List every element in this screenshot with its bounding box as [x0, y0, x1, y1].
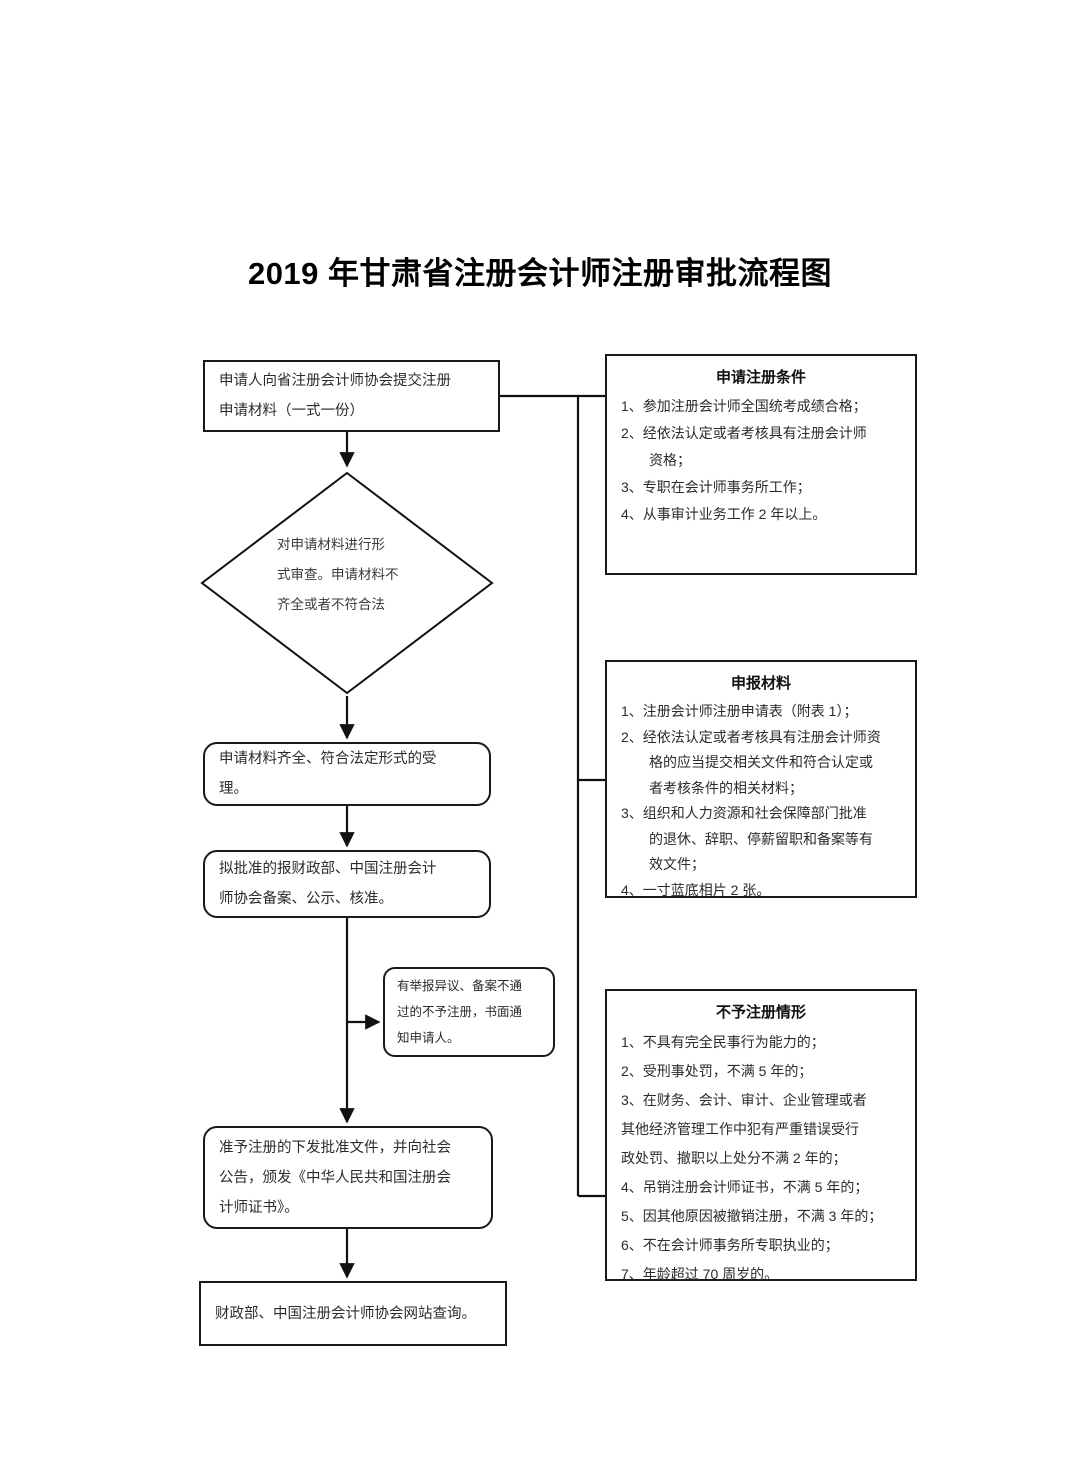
flow-node-text: 财政部、中国注册会计师协会网站查询。 — [215, 1305, 476, 1322]
info-panel-declaration-materials: 申报材料 1、注册会计师注册申请表（附表 1）； 2、经依法认定或者考核具有注册… — [605, 660, 917, 898]
flow-node-text: 准予注册的下发批准文件，并向社会 公告，颁发《中华人民共和国注册会 计师证书》。 — [219, 1139, 451, 1216]
list-item: 5、因其他原因被撤销注册，不满 3 年的； — [621, 1208, 883, 1224]
panel-title: 申报材料 — [730, 675, 791, 692]
flow-node-text: 申请材料齐全、符合法定形式的受 理。 — [219, 751, 437, 797]
panel-item-list: 1、参加注册会计师全国统考成绩合格； 2、经依法认定或者考核具有注册会计师 资格… — [621, 393, 901, 528]
list-item: 4、从事审计业务工作 2 年以上。 — [621, 506, 827, 522]
flow-node-website-query[interactable]: 财政部、中国注册会计师协会网站查询。 — [199, 1281, 507, 1346]
list-item: 2、经依法认定或者考核具有注册会计师 资格； — [621, 425, 867, 468]
flow-node-submit-for-record[interactable]: 拟批准的报财政部、中国注册会计 师协会备案、公示、核准。 — [203, 850, 491, 918]
flow-node-text: 对申请材料进行形 式审查。申请材料不 齐全或者不符合法 定形式的告知申请 — [277, 537, 399, 612]
list-item: 2、受刑事处罚，不满 5 年的； — [621, 1063, 813, 1079]
flow-node-text: 申请人向省注册会计师协会提交注册 申请材料（一式一份） — [219, 373, 451, 419]
flow-node-text: 拟批准的报财政部、中国注册会计 师协会备案、公示、核准。 — [219, 861, 437, 907]
list-item: 4、一寸蓝底相片 2 张。 — [621, 881, 771, 898]
panel-item-list: 1、注册会计师注册申请表（附表 1）； 2、经依法认定或者考核具有注册会计师资 … — [621, 699, 901, 903]
diamond-shape — [200, 471, 494, 695]
flow-node-grant-registration[interactable]: 准予注册的下发批准文件，并向社会 公告，颁发《中华人民共和国注册会 计师证书》。 — [203, 1126, 493, 1229]
list-item: 2、经依法认定或者考核具有注册会计师资 格的应当提交相关文件和符合认定或 者考核… — [621, 728, 881, 796]
list-item: 4、吊销注册会计师证书，不满 5 年的； — [621, 1179, 869, 1195]
flow-node-accept-application[interactable]: 申请材料齐全、符合法定形式的受 理。 — [203, 742, 491, 806]
panel-title: 不予注册情形 — [715, 1004, 806, 1021]
list-item: 6、不在会计师事务所专职执业的； — [621, 1237, 839, 1253]
page-title: 2019 年甘肃省注册会计师注册审批流程图 — [247, 256, 833, 291]
flow-node-formal-review-decision[interactable]: 对申请材料进行形 式审查。申请材料不 齐全或者不符合法 定形式的告知申请 — [199, 470, 495, 696]
list-item: 1、不具有完全民事行为能力的； — [621, 1034, 825, 1050]
list-item: 3、专职在会计师事务所工作； — [621, 479, 811, 495]
panel-item-list: 1、不具有完全民事行为能力的； 2、受刑事处罚，不满 5 年的； 3、在财务、会… — [621, 1028, 901, 1289]
list-item: 1、注册会计师注册申请表（附表 1）； — [621, 703, 858, 719]
list-item: 3、组织和人力资源和社会保障部门批准 的退休、辞职、停薪留职和备案等有 效文件； — [621, 805, 873, 872]
flow-node-text: 有举报异议、备案不通 过的不予注册，书面通 知申请人。 — [397, 979, 523, 1045]
flow-node-objection-notice[interactable]: 有举报异议、备案不通 过的不予注册，书面通 知申请人。 — [383, 967, 555, 1057]
list-item: 7、年龄超过 70 周岁的。 — [621, 1266, 779, 1282]
info-panel-refusal-circumstances: 不予注册情形 1、不具有完全民事行为能力的； 2、受刑事处罚，不满 5 年的； … — [605, 989, 917, 1282]
list-item: 1、参加注册会计师全国统考成绩合格； — [621, 398, 867, 414]
flow-node-submit-application[interactable]: 申请人向省注册会计师协会提交注册 申请材料（一式一份） — [203, 360, 500, 432]
info-panel-registration-conditions: 申请注册条件 1、参加注册会计师全国统考成绩合格； 2、经依法认定或者考核具有注… — [605, 354, 917, 575]
panel-title: 申请注册条件 — [715, 369, 806, 386]
list-item: 3、在财务、会计、审计、企业管理或者 其他经济管理工作中犯有严重错误受行 政处罚… — [621, 1092, 867, 1166]
